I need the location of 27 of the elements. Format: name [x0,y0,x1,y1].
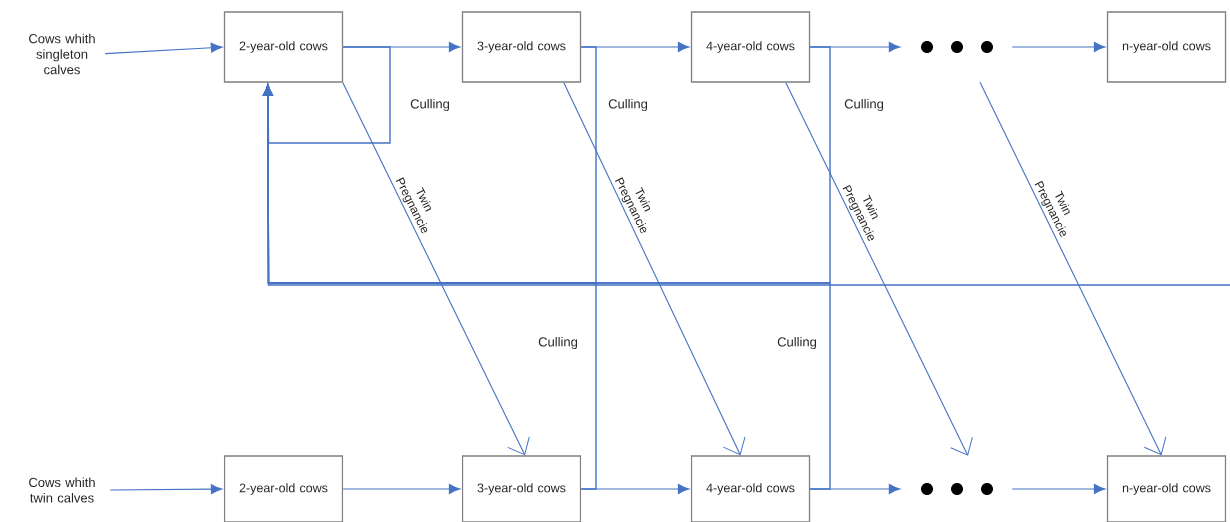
side-label: Cows whith twin calves [29,477,95,503]
arrow [342,483,461,495]
arrow [263,84,1230,286]
stage-box: 4-year-old cows [690,455,811,522]
side-label: Cows whith singleton calves [29,33,95,75]
arrow [104,42,223,55]
stage-box: 2-year-old cows [223,11,344,83]
stage-box: 2-year-old cows [223,455,344,522]
edge-label: Culling [607,97,649,113]
edge-label: Culling [409,97,451,113]
stage-box: n-year-old cows [1106,11,1227,83]
stage-box: 3-year-old cows [461,11,582,83]
arrow [563,82,746,456]
stage-box: 4-year-old cows [690,11,811,83]
arrow [109,484,223,495]
stage-box: 3-year-old cows [461,455,582,522]
arrow [979,81,1167,456]
ellipsis-dots [921,41,993,53]
edge-label: Culling [843,97,885,113]
stage-box: n-year-old cows [1106,455,1227,522]
edge-label: Culling [776,335,818,351]
arrow [1011,41,1106,53]
ellipsis-dots [921,483,993,495]
arrow [342,82,530,456]
arrow [1011,483,1106,495]
edge-label: Culling [537,335,579,351]
arrow [785,82,973,456]
